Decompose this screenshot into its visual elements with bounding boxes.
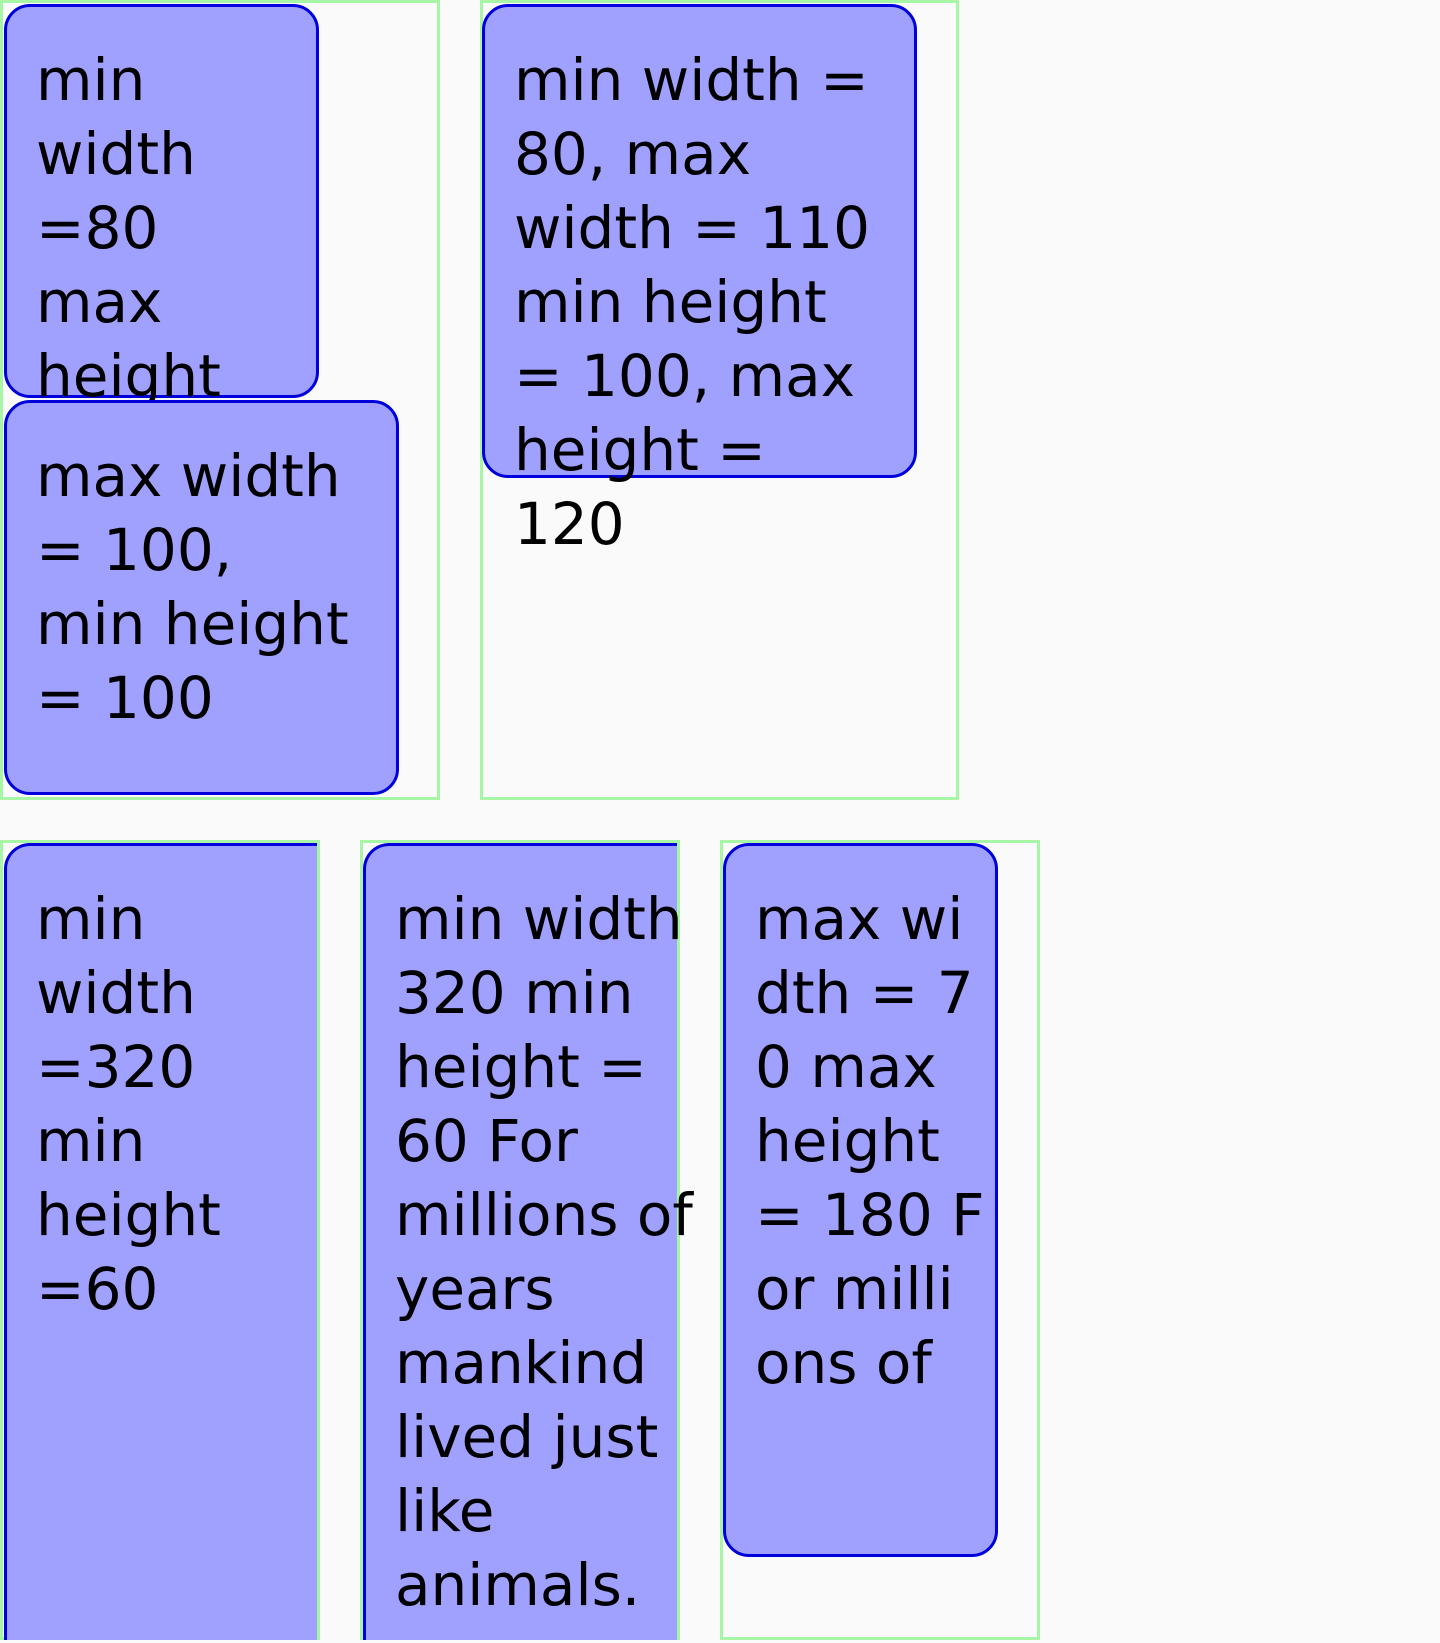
box-label: max width = 70 max height = 180 For mill… [755,885,985,1397]
constrained-box-min-width-320: min width =320 min height =60 [4,843,317,1640]
constrained-box-long-text: min width 320 min height = 60 For millio… [363,843,693,1640]
box-label: min width =80 max height [36,46,221,410]
container-frame-bottom-3 [720,840,1040,1640]
constrained-box-max-width-100: max width = 100, min height = 100 [4,400,399,795]
box-label: max width = 100, min height = 100 [36,442,349,732]
box-label: min width 320 min height = 60 For millio… [395,885,693,1619]
constrained-box-min-max: min width = 80, max width = 110 min heig… [482,4,917,558]
container-frame-top-right [480,0,959,800]
box-label: min width = 80, max width = 110 min heig… [514,46,871,558]
constrained-box-max-width-70: max width = 70 max height = 180 For mill… [723,843,998,1557]
box-label: min width =320 min height =60 [36,885,221,1323]
constrained-box-min-width-80: min width =80 max height [4,4,319,410]
container-frame-top-left [0,0,440,800]
